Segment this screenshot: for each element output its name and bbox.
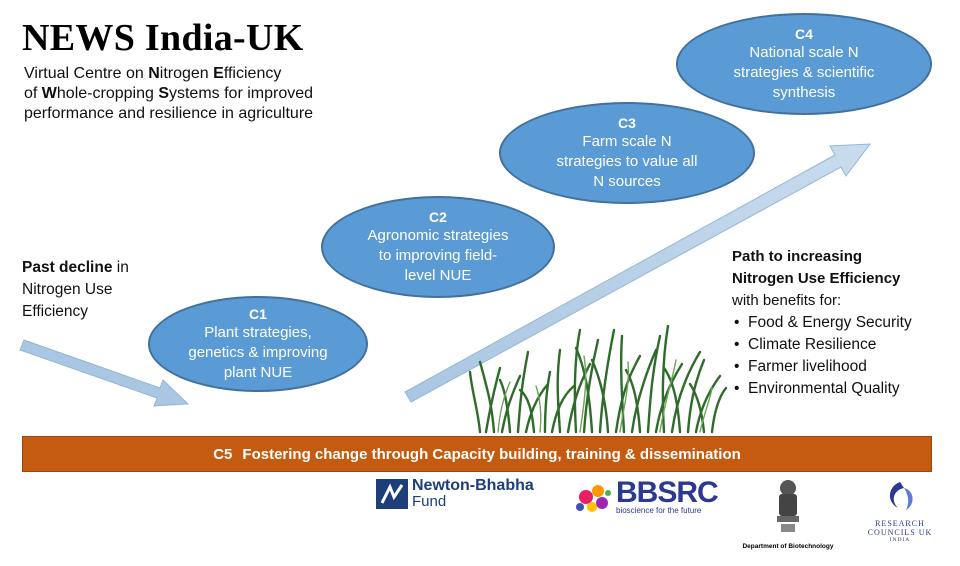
- path-to-nue-label: Path to increasing Nitrogen Use Efficien…: [732, 248, 901, 309]
- bbsrc-flower-icon: [576, 484, 611, 512]
- lion-capital-emblem-icon: [777, 480, 799, 532]
- component-code: C2: [429, 209, 447, 225]
- benefit-item: Climate Resilience: [734, 334, 912, 356]
- component-code: C1: [249, 306, 267, 322]
- past-decline-label: Past decline in Nitrogen Use Efficiency: [22, 259, 129, 320]
- diagram-subtitle: Virtual Centre on Nitrogen Efficiency of…: [24, 65, 314, 122]
- bbsrc-logo: BBSRC bioscience for the future: [572, 478, 719, 515]
- diagram-title: NEWS India-UK: [22, 17, 304, 59]
- component-c3-ellipse: C3 Farm scale N strategies to value all …: [499, 102, 755, 204]
- capacity-building-text: Fostering change through Capacity buildi…: [242, 445, 741, 463]
- rcuk-logo: RESEARCH COUNCILS UK INDIA: [860, 478, 940, 544]
- benefit-item: Food & Energy Security: [734, 312, 912, 334]
- dbt-emblem-logo: Department of Biotechnology: [736, 478, 840, 550]
- capacity-building-bar: C5 Fostering change through Capacity bui…: [22, 436, 932, 472]
- component-c1-ellipse: C1 Plant strategies, genetics & improvin…: [148, 296, 368, 392]
- benefit-item: Environmental Quality: [734, 378, 912, 400]
- component-c4-ellipse: C4 National scale N strategies & scienti…: [676, 13, 932, 115]
- component-code: C4: [795, 26, 813, 42]
- newton-bhabha-mark-icon: [376, 479, 408, 509]
- decline-arrow-icon: [19, 339, 190, 407]
- rcuk-swirl-icon: [889, 482, 913, 510]
- component-code: C3: [618, 115, 636, 131]
- benefits-list: Food & Energy Security Climate Resilienc…: [734, 312, 912, 400]
- increase-arrow-icon: [404, 143, 872, 403]
- newton-bhabha-logo: Newton-Bhabha Fund: [376, 478, 534, 510]
- component-c2-ellipse: C2 Agronomic strategies to improving fie…: [321, 196, 555, 298]
- grass-illustration: [468, 324, 728, 434]
- benefit-item: Farmer livelihood: [734, 356, 912, 378]
- component-c5-code: C5: [213, 445, 233, 463]
